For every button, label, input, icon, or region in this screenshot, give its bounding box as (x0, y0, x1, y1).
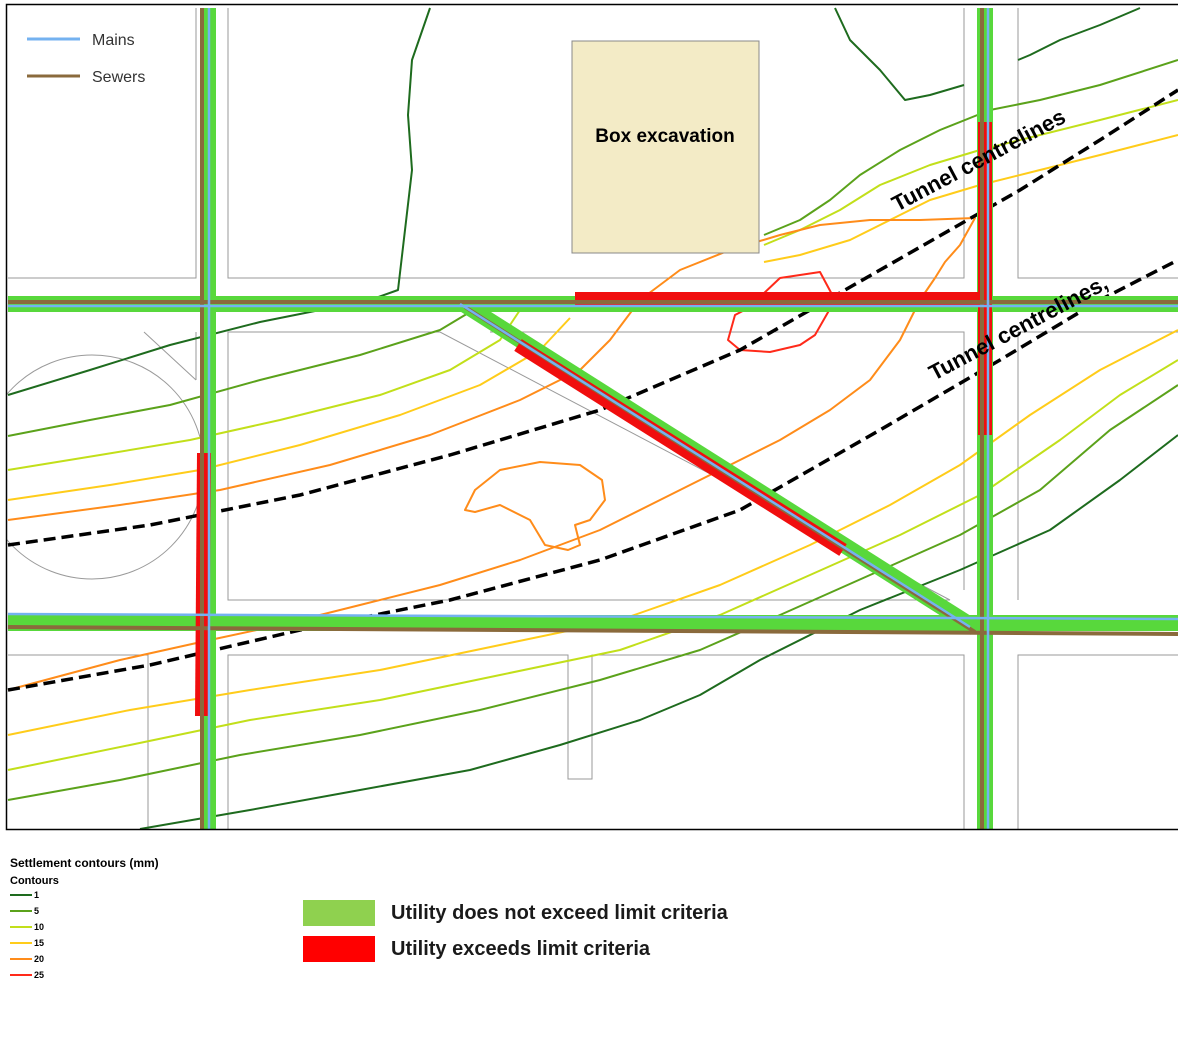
settlement-contours (7, 7, 1178, 829)
sewers-legend-label: Sewers (92, 69, 145, 86)
settlement-legend-label: 15 (34, 938, 45, 948)
tunnel-centrelines (7, 88, 1178, 692)
settlement-legend-title: Settlement contours (mm) (10, 856, 159, 870)
contour-15 (763, 134, 1178, 263)
box-excavation-label: Box excavation (595, 126, 734, 147)
utility-settlement-map: Box excavation (5, 3, 1178, 831)
water-main-line (459, 302, 971, 629)
utility-status-legend: Utility does not exceed limit criteria U… (303, 900, 728, 972)
utility-legend: Mains Sewers (27, 32, 145, 86)
settlement-legend-item: 20 (10, 951, 159, 967)
settlement-legend-item: 1 (10, 887, 159, 903)
contour-1 (1017, 7, 1141, 61)
settlement-legend-item: 10 (10, 919, 159, 935)
status-ok-row: Utility does not exceed limit criteria (303, 900, 728, 926)
status-ok-label: Utility does not exceed limit criteria (391, 901, 728, 924)
contour-1 (834, 7, 965, 101)
street-blocks (6, 8, 1178, 829)
settlement-legend-label: 20 (34, 954, 45, 964)
contour-10 (763, 99, 1178, 246)
map-frame (5, 3, 1178, 831)
settlement-legend-swatch (10, 942, 32, 944)
box-excavation: Box excavation (571, 40, 760, 254)
contour-1 (7, 7, 431, 396)
water-main-line (7, 612, 1178, 621)
contour-5 (763, 59, 1178, 236)
settlement-legend-swatch (10, 926, 32, 928)
settlement-legend-swatch (10, 894, 32, 896)
contour-1 (139, 434, 1178, 829)
contour-5 (7, 311, 471, 437)
contour-5 (7, 384, 1178, 801)
settlement-legend-label: 10 (34, 922, 45, 932)
contour-15 (7, 329, 1178, 736)
status-exceed-row: Utility exceeds limit criteria (303, 936, 728, 962)
contour-10 (7, 309, 521, 471)
settlement-legend-label: 1 (34, 890, 40, 900)
mains-legend-label: Mains (92, 32, 135, 49)
settlement-legend-label: 5 (34, 906, 40, 916)
contour-20 (464, 461, 606, 551)
status-ok-swatch (303, 900, 375, 926)
contour-25 (727, 271, 836, 353)
status-exceed-swatch (303, 936, 375, 962)
utility-buffer-exceed (514, 339, 847, 556)
settlement-legend-swatch (10, 958, 32, 960)
settlement-legend-swatch (10, 910, 32, 912)
tunnel-centreline-upper (7, 88, 1178, 547)
settlement-legend-item: 25 (10, 967, 159, 983)
settlement-legend-subtitle: Contours (10, 875, 59, 887)
settlement-legend-item: 5 (10, 903, 159, 919)
contour-10 (7, 359, 1178, 771)
utility-network (7, 8, 1178, 829)
tunnel-centreline-lower (7, 258, 1178, 692)
settlement-legend-label: 25 (34, 970, 45, 980)
contour-20 (7, 217, 976, 691)
settlement-legend-item: 15 (10, 935, 159, 951)
contour-15 (7, 317, 571, 501)
settlement-legend-swatch (10, 974, 32, 976)
status-exceed-label: Utility exceeds limit criteria (391, 937, 651, 960)
